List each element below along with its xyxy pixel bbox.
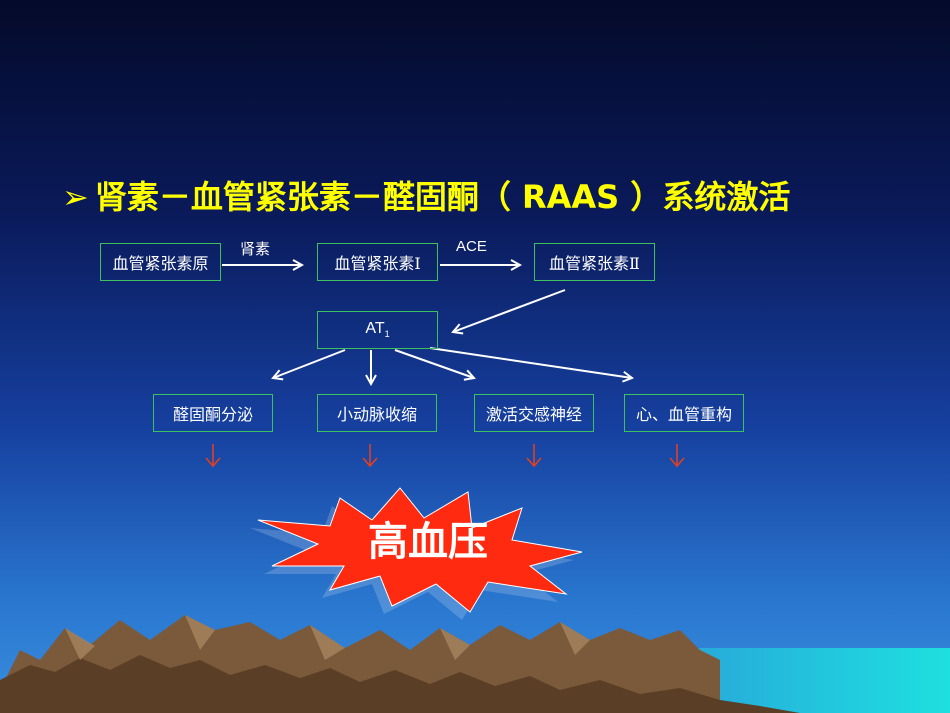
down-arrow-3: [526, 444, 542, 468]
down-arrow-2: [362, 444, 378, 468]
box-angiotensin-1-label: 血管紧张素Ⅰ: [334, 254, 421, 273]
down-arrow-1: [205, 444, 221, 468]
arrow-ang2-to-at1: [453, 289, 566, 332]
label-ace: ACE: [456, 238, 487, 255]
slide-title: ➢肾素－血管紧张素－醛固酮（ RAAS ）系统激活: [62, 175, 790, 219]
arrow-at1-remodeling: [429, 347, 632, 378]
arrow-at1-sympathetic: [394, 349, 474, 378]
down-arrow-4: [669, 444, 685, 468]
effect-label-4: 心、血管重构: [635, 405, 732, 424]
arrow-at1-aldosterone: [273, 349, 346, 378]
effect-label-3: 激活交感神经: [485, 405, 582, 424]
box-angiotensin-2: 血管紧张素Ⅱ: [534, 243, 655, 281]
result-hypertension: 高血压: [368, 519, 488, 565]
at1-label: AT1: [365, 320, 390, 340]
box-aldosterone-secretion: 醛固酮分泌: [153, 394, 273, 432]
box-at1: AT1: [317, 311, 438, 349]
box-angiotensinogen: 血管紧张素原: [100, 243, 221, 281]
label-renin: 肾素: [240, 240, 271, 258]
box-angiotensinogen-label: 血管紧张素原: [112, 254, 209, 273]
mountain-highlights: [65, 615, 590, 660]
mountain-front: [0, 655, 800, 713]
effect-label-2: 小动脉收缩: [336, 405, 417, 424]
down-arrows: [205, 444, 685, 468]
box-arteriole-constriction: 小动脉收缩: [317, 394, 437, 432]
box-sympathetic-activation: 激活交感神经: [474, 394, 594, 432]
title-text: 肾素－血管紧张素－醛固酮（ RAAS ）系统激活: [94, 178, 791, 216]
effect-label-1: 醛固酮分泌: [172, 405, 253, 424]
box-cardiovascular-remodeling: 心、血管重构: [624, 394, 744, 432]
box-angiotensin-2-label: 血管紧张素Ⅱ: [549, 254, 640, 273]
burst-shape: [257, 487, 583, 613]
box-angiotensin-1: 血管紧张素Ⅰ: [317, 243, 438, 281]
bullet-arrow-icon: ➢: [62, 178, 89, 216]
